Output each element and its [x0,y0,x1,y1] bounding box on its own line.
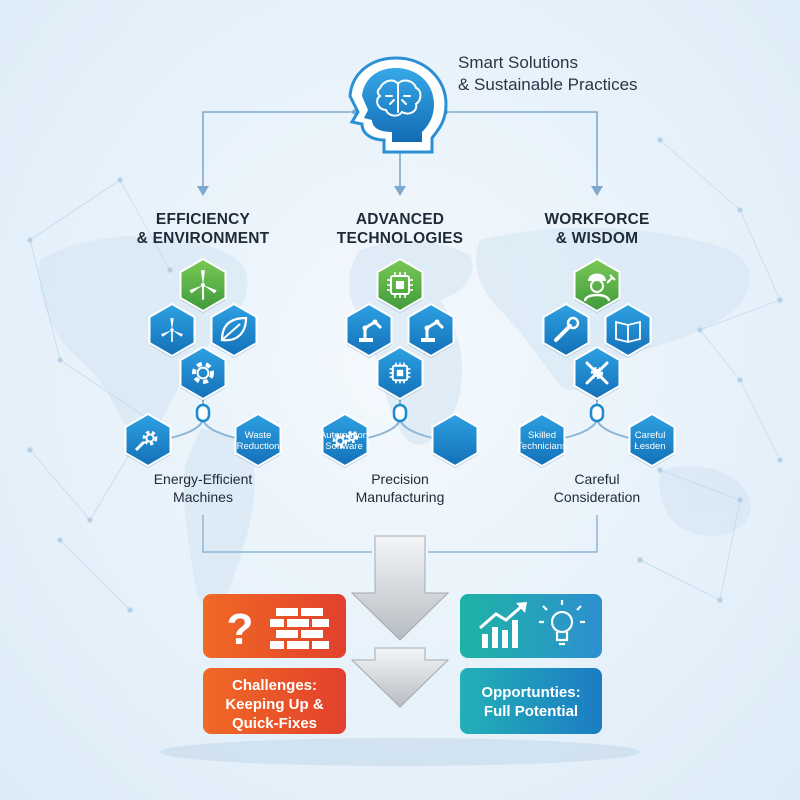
question-mark-icon: ? [227,605,254,654]
opportunities-card [460,594,602,734]
opportunities-label: Opportunties: Full Potential [460,683,602,721]
hex-label-line1: Careful [634,430,666,441]
hexagon-col1-3 [210,302,258,358]
hexagon-col1-4 [179,345,227,401]
opportunities-line1: Opportunties: [481,684,581,701]
column-caption-efficiency: Energy-Efficient Machines [118,470,288,506]
connector-node [195,403,211,423]
caption-line2: Manufacturing [355,489,445,505]
caption-line2: Machines [173,489,233,505]
caption-line2: Consideration [553,489,641,505]
hex-label-line1: Skilled [528,430,556,441]
hexagon-col3-1 [573,257,621,313]
opportunities-line2: Full Potential [483,703,579,720]
hexagon-col1-6 [234,412,282,468]
hexagon-col1-1 [179,257,227,313]
hexagon-col3-2 [542,302,590,358]
lightbulb-icon [539,600,585,646]
caption-line1: Careful [574,471,620,487]
header-title-line1: Smart Solutions [458,53,578,72]
hexagon-col2-5 [321,412,369,468]
top-connectors [202,111,598,188]
caption-line1: Precision [371,471,429,487]
header-title: Smart Solutions & Sustainable Practices [458,52,638,96]
column-title-line1: ADVANCED [355,211,445,228]
challenges-label: Challenges: Keeping Up & Quick-Fixes [203,676,346,733]
column-title-line2: & WISDOM [555,230,639,247]
caption-line1: Energy-Efficient [153,471,253,487]
challenges-line3: Quick-Fixes [231,715,318,732]
columns-layer [124,257,676,468]
hexagon-col2-2 [345,302,393,358]
challenges-line1: Challenges: [231,677,318,694]
down-arrow-lower [350,647,450,708]
hexagon-col3-5 [518,412,566,468]
column-caption-technologies: Precision Manufacturing [315,470,485,506]
column-title-line1: WORKFORCE [544,211,650,228]
challenges-line2: Keeping Up & [225,696,324,713]
column-title-line1: EFFICIENCY [155,211,251,228]
hexagon-col1-5 [124,412,172,468]
column-caption-workforce: Careful Consideration [512,470,682,506]
hexagon-col3-6 [628,412,676,468]
hex-label-line2: Łesden [634,441,666,452]
column-title-workforce: WORKFORCE & WISDOM [497,210,697,248]
hex-label-skilled-technicians: Skilled Technicians [510,430,574,452]
svg-text:?: ? [227,605,254,654]
down-arrow-upper [350,535,450,641]
hex-label-line1: Waste [244,430,272,441]
hexagon-col2-4 [376,345,424,401]
hex-label-line2: Reduction [236,441,280,452]
challenges-card: ? [203,594,346,734]
hex-label-line2: Software [325,441,363,452]
hex-label-line2: Technicians [517,441,567,452]
connector-node [589,403,605,423]
column-title-line2: & ENVIRONMENT [136,230,270,247]
hex-label-line1: Automation [319,430,369,441]
hexagon-col1-2 [148,302,196,358]
bottom-connectors [202,515,598,553]
brick-wall-icon [270,608,329,649]
floor-shadow [160,738,640,766]
hexagon-col3-3 [604,302,652,358]
connector-node [392,403,408,423]
brain-head-icon [348,56,448,154]
hexagon-col3-4 [573,345,621,401]
column-title-technologies: ADVANCED TECHNOLOGIES [300,210,500,248]
growth-chart-icon [479,602,527,648]
hexagon-col2-6 [431,412,479,468]
hex-label-careful-lesden: Careful Łesden [618,430,682,452]
column-title-efficiency: EFFICIENCY & ENVIRONMENT [103,210,303,248]
hex-label-waste-reduction: Waste Reduction [226,430,290,452]
hex-label-automation-software: Automation Software [312,430,376,452]
column-title-line2: TECHNOLOGIES [336,230,464,247]
hexagon-col2-1 [376,257,424,313]
header-title-line2: & Sustainable Practices [458,75,638,94]
hexagon-col2-3 [407,302,455,358]
